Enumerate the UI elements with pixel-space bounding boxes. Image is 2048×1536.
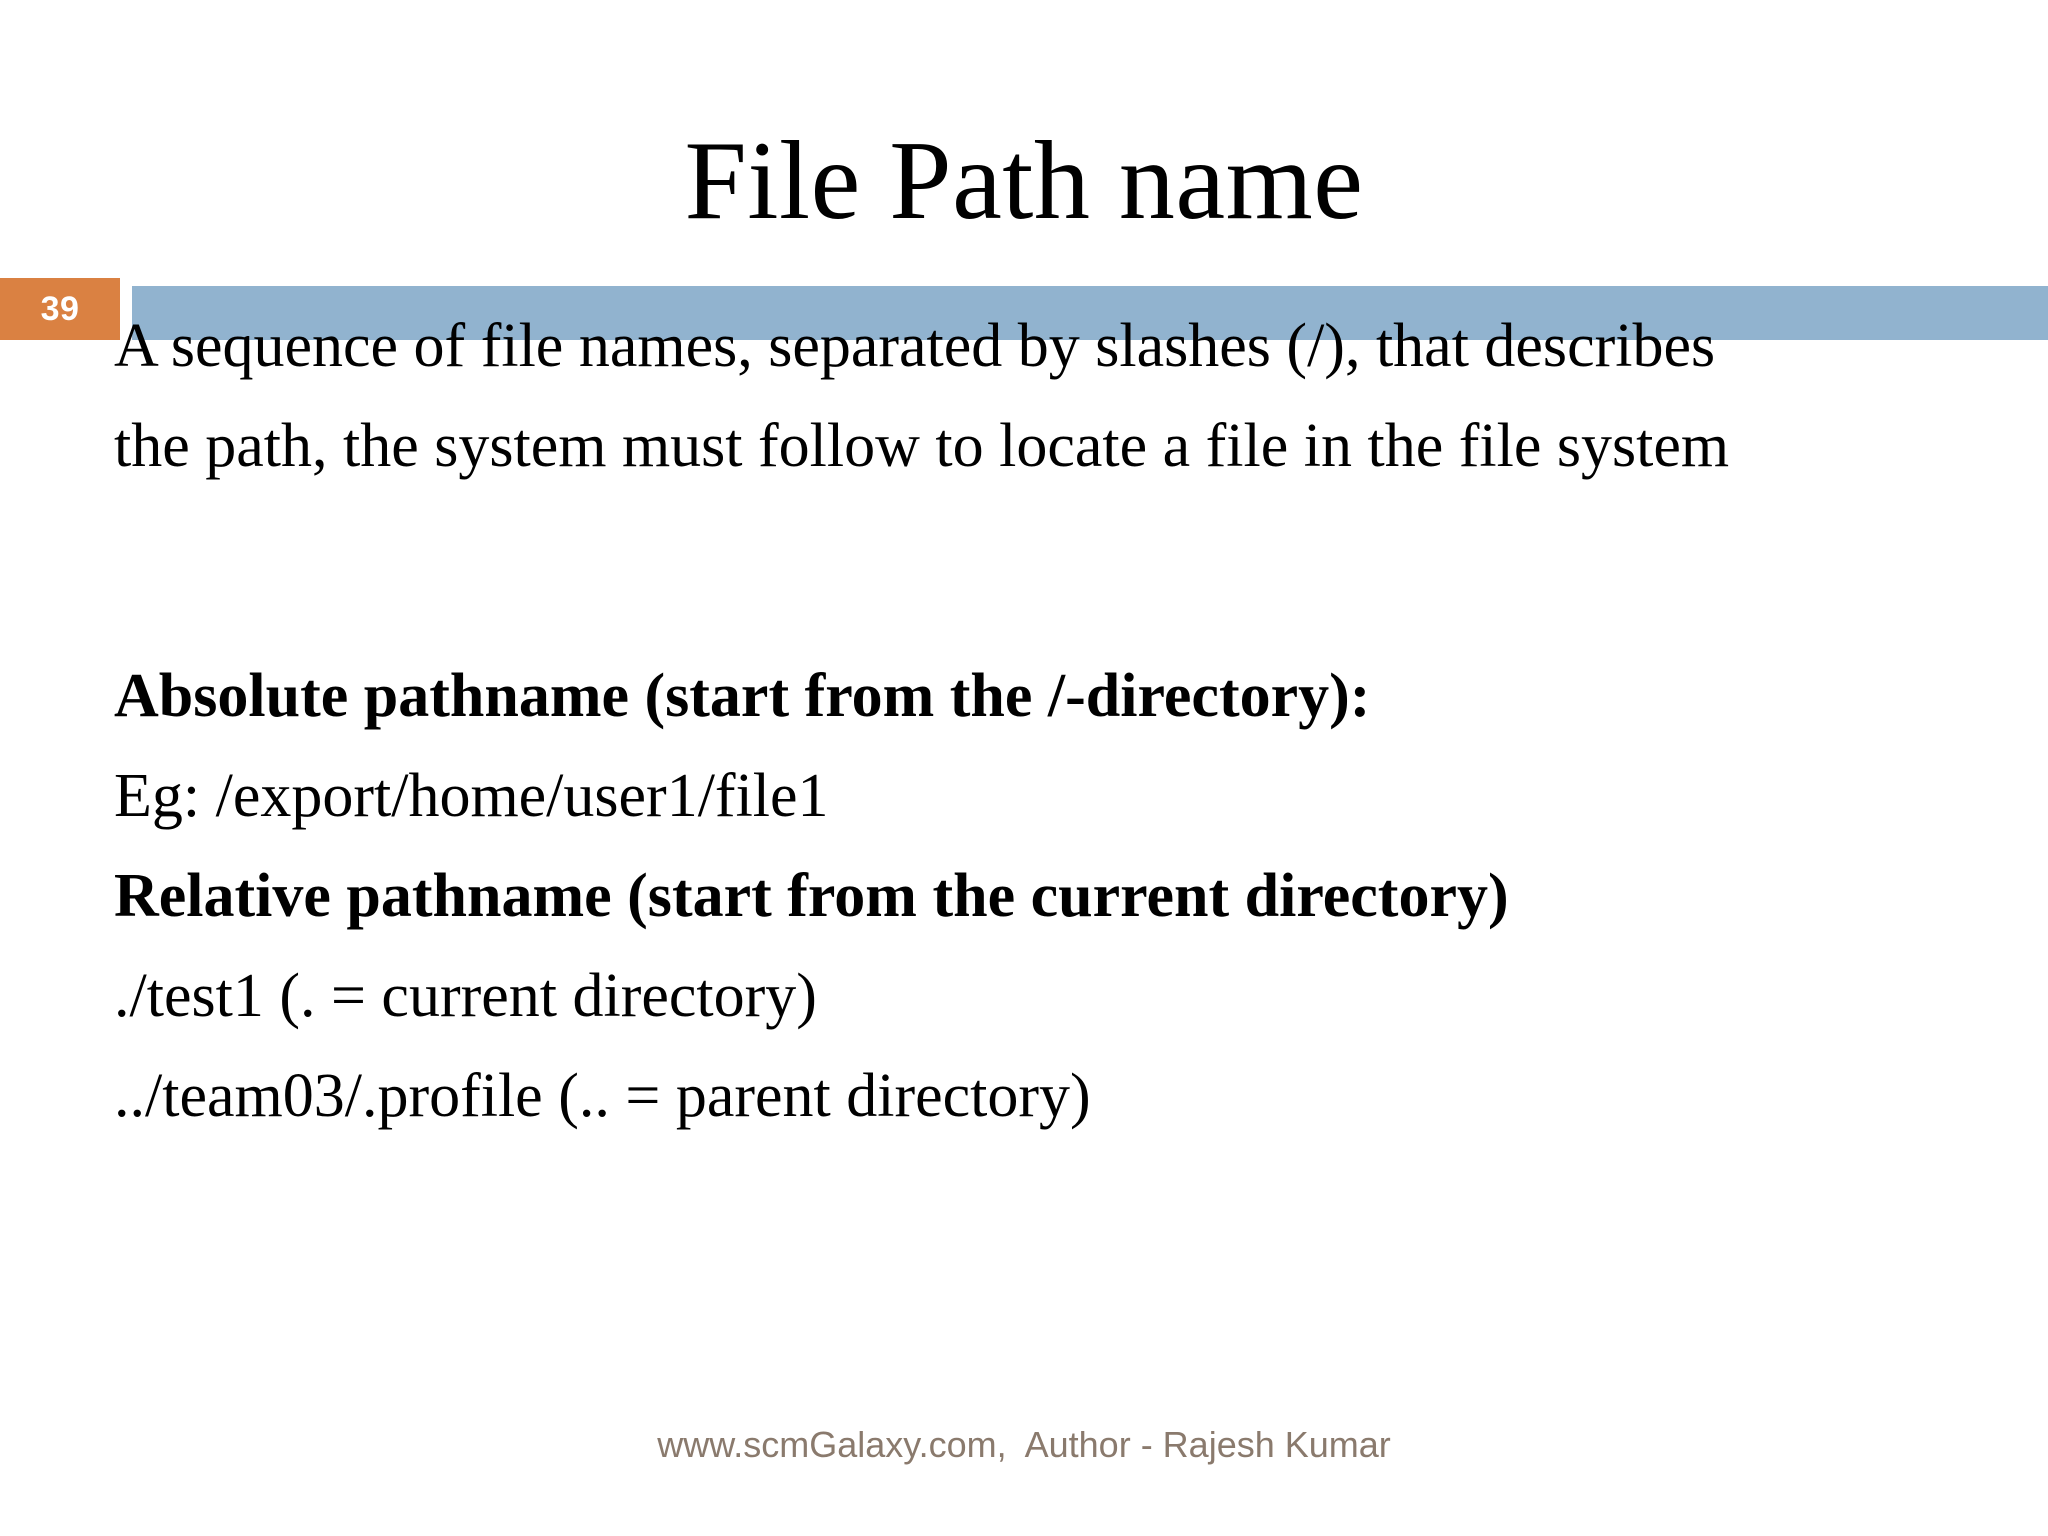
content-spacer: [114, 496, 1914, 646]
footer-attribution: www.scmGalaxy.com, Author - Rajesh Kumar: [657, 1424, 1391, 1465]
relative-pathname-example-current: ./test1 (. = current directory): [114, 962, 817, 1030]
intro-paragraph: A sequence of file names, separated by s…: [114, 312, 1730, 480]
body-content: A sequence of file names, separated by s…: [114, 296, 1914, 1146]
absolute-pathname-example: Eg: /export/home/user1/file1: [114, 762, 829, 830]
page-title: File Path name: [684, 119, 1364, 244]
relative-pathname-heading: Relative pathname (start from the curren…: [114, 862, 1509, 930]
slide-number-badge: 39: [0, 278, 120, 340]
absolute-pathname-heading: Absolute pathname (start from the /-dire…: [114, 662, 1371, 730]
relative-pathname-example-parent: ../team03/.profile (.. = parent director…: [114, 1062, 1091, 1130]
